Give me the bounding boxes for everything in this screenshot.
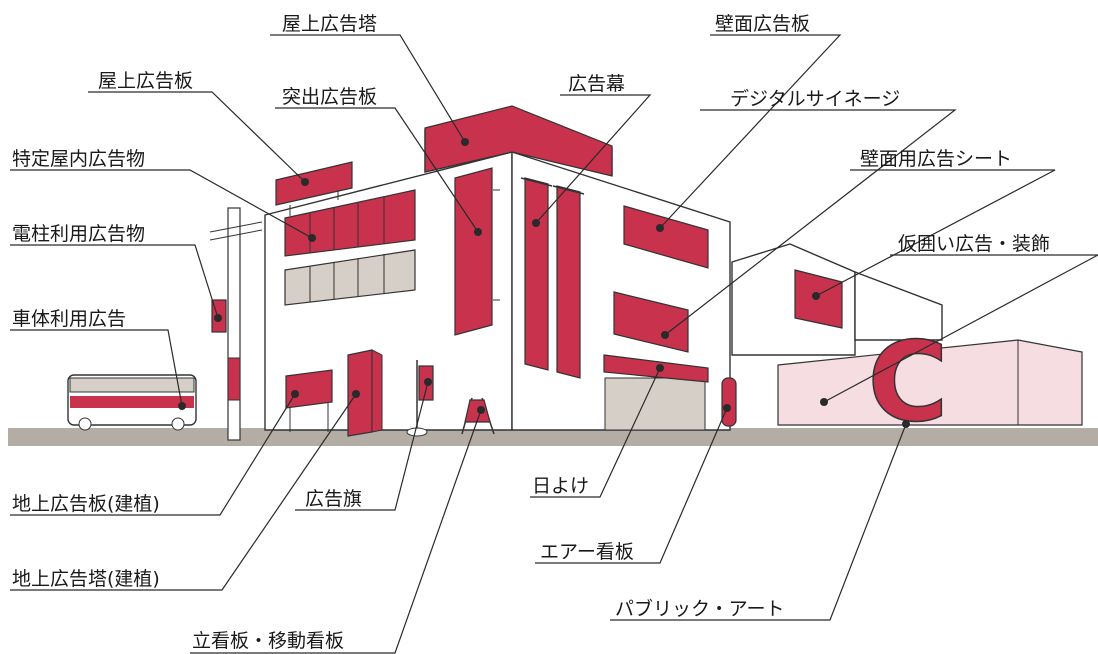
label-fence-decoration: 仮囲い広告・装飾 [898, 233, 1050, 255]
label-pole-ad: 電柱利用広告物 [12, 223, 145, 245]
label-public-art: パブリック・アート [615, 597, 784, 620]
banner-sign-2 [556, 185, 581, 379]
label-standing-board: 立看板・移動看板 [192, 630, 344, 652]
back-building [731, 243, 943, 356]
label-ground-tower: 地上広告塔(建植) [12, 568, 160, 590]
utility-pole [209, 207, 263, 441]
ground-board-sign [285, 369, 333, 432]
label-vehicle-ad: 車体利用広告 [12, 308, 126, 330]
digital-signage-sign [613, 291, 689, 353]
rooftop-board-sign [275, 161, 353, 206]
projecting-board-sign [454, 167, 493, 336]
label-rooftop-tower: 屋上広告塔 [282, 13, 377, 35]
label-wall-sheet: 壁面用広告シート [860, 148, 1012, 170]
pink-fence [777, 339, 1083, 426]
ground-tower-sign [347, 349, 383, 437]
label-awning: 日よけ [532, 475, 589, 497]
label-projecting-board: 突出広告板 [282, 86, 377, 108]
bus [67, 374, 197, 431]
leader-dots [178, 138, 910, 428]
label-digital-signage: デジタルサイネージ [730, 88, 900, 110]
banner-sign-1 [524, 177, 549, 371]
indoor-window-signs [284, 189, 416, 257]
label-specific-indoor: 特定屋内広告物 [12, 148, 145, 170]
label-rooftop-board: 屋上広告板 [98, 70, 193, 92]
grey-windows [284, 249, 416, 306]
rooftop-tower-sign [424, 105, 613, 177]
label-air-sign: エアー看板 [540, 541, 634, 563]
label-wall-board: 壁面広告板 [715, 13, 810, 35]
label-banner: 広告幕 [568, 73, 625, 95]
wall-board-sign [623, 205, 709, 269]
leader-lines [10, 34, 1098, 654]
road [8, 428, 1098, 446]
awning-sign [603, 354, 709, 383]
garage-shutter [604, 377, 706, 431]
label-flag: 広告旗 [305, 488, 362, 510]
label-ground-board: 地上広告板(建植) [12, 493, 160, 515]
air-sign [721, 377, 737, 427]
